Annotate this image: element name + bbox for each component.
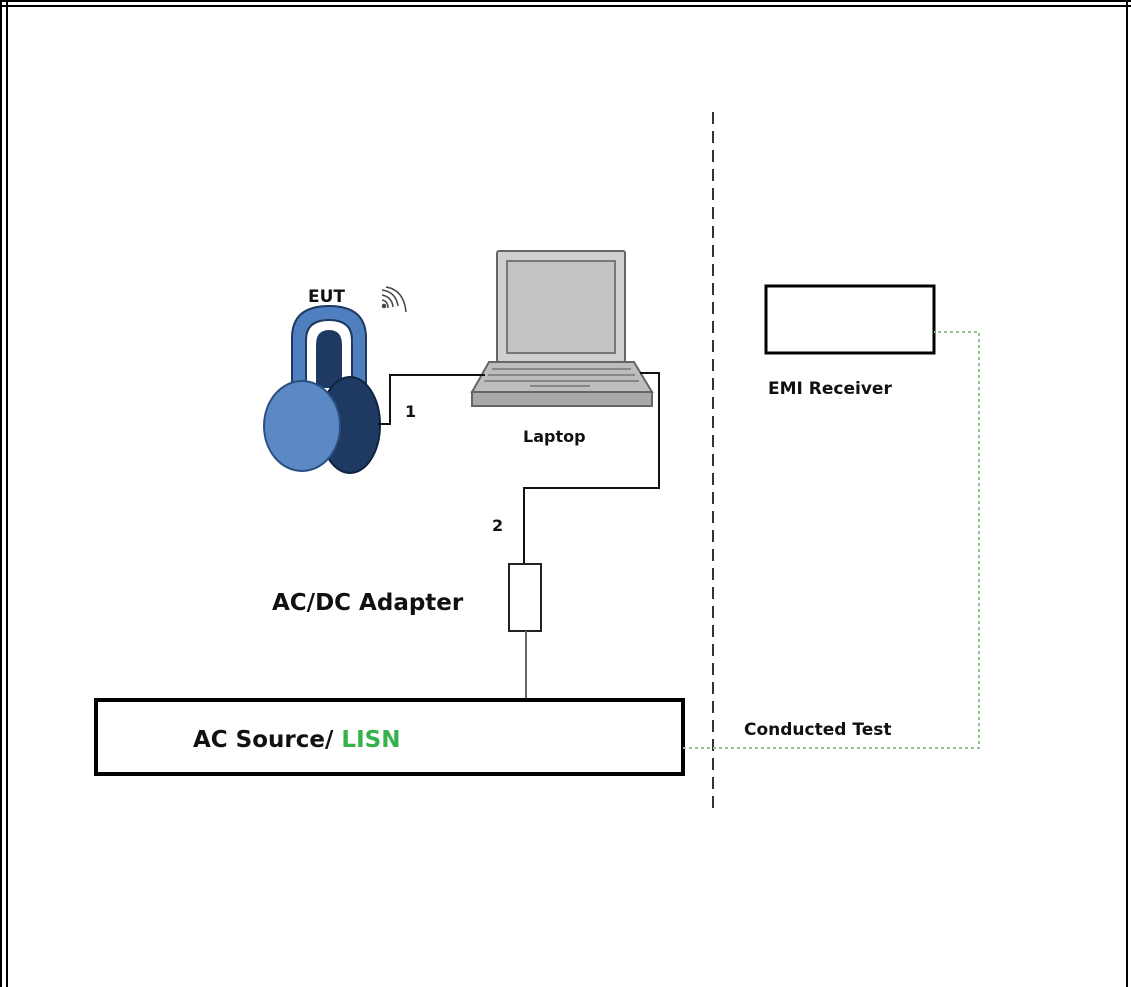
laptop-label: Laptop bbox=[523, 427, 586, 446]
lisn-text: LISN bbox=[341, 727, 400, 753]
headphones-icon bbox=[263, 304, 381, 474]
emi-receiver-label: EMI Receiver bbox=[768, 379, 892, 399]
ac-dc-adapter-box bbox=[508, 563, 542, 632]
conducted-test-label: Conducted Test bbox=[744, 720, 891, 740]
laptop-icon bbox=[470, 250, 654, 407]
cable-1-line bbox=[378, 374, 485, 425]
conducted-test-line bbox=[683, 331, 980, 749]
emi-receiver-box bbox=[764, 284, 936, 355]
cable-1-label: 1 bbox=[405, 402, 416, 421]
cable-2-label: 2 bbox=[492, 516, 503, 535]
ac-source-text: AC Source/ bbox=[193, 727, 341, 753]
wireless-signal-icon bbox=[381, 286, 407, 313]
cable-2-line bbox=[523, 372, 660, 564]
ac-dc-adapter-label: AC/DC Adapter bbox=[272, 590, 464, 616]
eut-label: EUT bbox=[308, 287, 345, 307]
ac-source-label: AC Source/ LISN bbox=[193, 727, 400, 753]
ac-source-lisn-box bbox=[94, 698, 685, 776]
